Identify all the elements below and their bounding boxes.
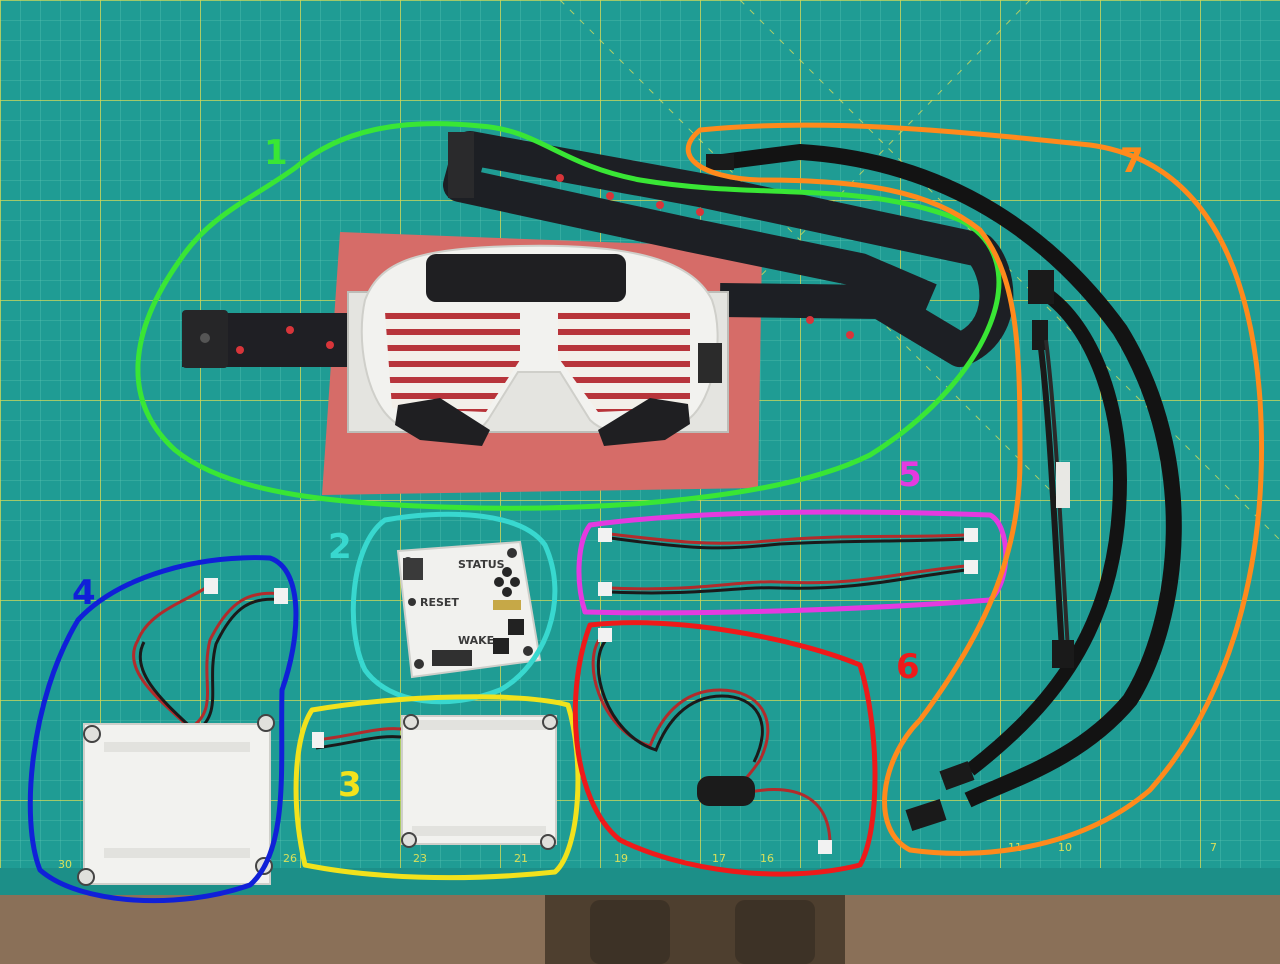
battery-box-small (312, 714, 558, 850)
switch-cable (591, 628, 832, 854)
outline-group-4 (27, 555, 299, 904)
reset-label: RESET (420, 596, 459, 609)
ruler-number: 17 (712, 852, 726, 865)
ruler-number: 16 (760, 852, 774, 865)
braided-cables (706, 143, 1182, 832)
outline-group-6 (572, 620, 878, 877)
ruler-number: 21 (514, 852, 528, 865)
outline-group-7 (685, 122, 1265, 856)
label-group-4: 4 (72, 573, 96, 613)
label-group-2: 2 (328, 527, 352, 567)
battery-box-large (77, 578, 288, 886)
wake-label: WAKE (458, 634, 494, 647)
ruler-number: 7 (1210, 841, 1217, 854)
outline-group-2 (350, 511, 558, 705)
label-group-7: 7 (1120, 141, 1144, 181)
outline-group-1 (135, 121, 1002, 511)
label-group-3: 3 (338, 765, 362, 805)
goggles-assembly (182, 131, 1014, 495)
ruler-number: 26 (283, 852, 297, 865)
ruler-numbers: 30 26 23 21 19 17 16 11 10 7 (58, 841, 1217, 871)
ruler-number: 10 (1058, 841, 1072, 854)
label-group-1: 1 (264, 133, 288, 173)
ruler-number: 23 (413, 852, 427, 865)
ruler-number: 19 (614, 852, 628, 865)
label-group-5: 5 (898, 455, 922, 495)
short-cables (598, 528, 978, 596)
label-group-6: 6 (896, 647, 920, 687)
controller-board: STATUS RESET WAKE (396, 540, 542, 679)
ruler-number: 30 (58, 858, 72, 871)
outline-group-3 (293, 694, 581, 881)
status-label: STATUS (458, 558, 505, 571)
